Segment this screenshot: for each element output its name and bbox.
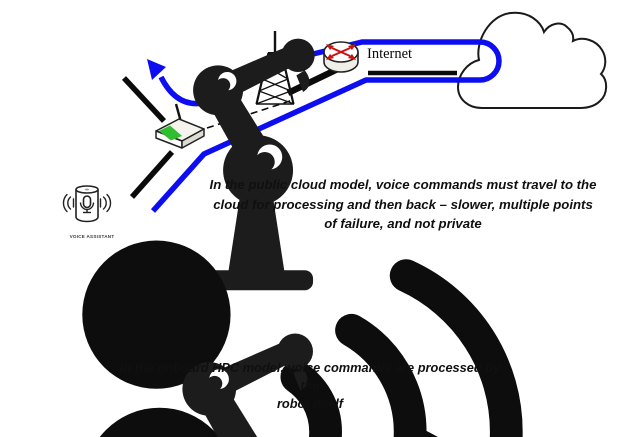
wifi-router-icon [155, 103, 205, 149]
public-cloud-caption-line3: of failure, and not private [324, 216, 482, 231]
router-arrows [326, 44, 356, 60]
link-assistant-router [129, 150, 175, 199]
cloud-icon [456, 11, 608, 109]
onboard-hpc-caption-line2: robot itself [276, 396, 344, 411]
voice-assistant-icon [62, 185, 112, 223]
robot-arm-icon-top [193, 39, 315, 291]
public-cloud-caption: In the public cloud model, voice command… [193, 175, 613, 234]
microphone-icon [79, 195, 95, 214]
link-robot-router [121, 76, 167, 123]
public-cloud-caption-line2: cloud for processing and then back – slo… [213, 196, 593, 212]
return-path-arrowhead [147, 59, 166, 80]
speaker-sound-waves [62, 193, 112, 213]
public-cloud-caption-line1: In the public cloud model, voice command… [209, 177, 597, 192]
voice-assistant-label: VOICE ASSISTANT [69, 234, 115, 239]
onboard-hpc-caption: In the onboard HPC model, voice commands… [110, 359, 510, 413]
onboard-hpc-caption-line1: In the onboard HPC model, voice commands… [119, 360, 501, 393]
router-led-stripe [159, 125, 182, 141]
internet-label: Internet [367, 46, 413, 62]
internet-router-icon [323, 41, 359, 73]
